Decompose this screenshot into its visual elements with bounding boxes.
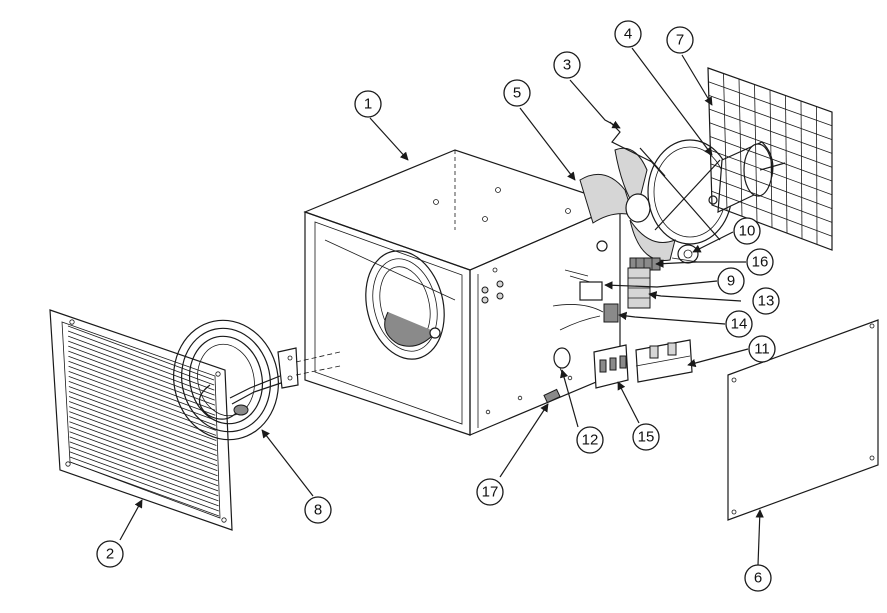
svg-text:8: 8 — [314, 502, 322, 519]
guard-wire-horizontal — [708, 81, 833, 127]
wire-connector — [543, 388, 561, 404]
svg-text:10: 10 — [739, 223, 756, 240]
callout-5: 5 — [503, 79, 531, 107]
guard-wire-horizontal — [708, 95, 833, 140]
louver-slat — [68, 350, 216, 406]
svg-text:11: 11 — [754, 341, 770, 358]
callout-9: 9 — [717, 267, 745, 295]
svg-text:16: 16 — [752, 254, 769, 271]
svg-text:15: 15 — [638, 429, 655, 446]
louver-slat — [68, 370, 216, 426]
svg-text:5: 5 — [513, 85, 521, 102]
contactor — [593, 344, 629, 389]
callout-6: 6 — [744, 564, 772, 592]
louver-slat — [69, 436, 219, 492]
capacitor — [671, 244, 699, 264]
louver-slat — [68, 375, 216, 431]
svg-text:2: 2 — [106, 546, 114, 563]
guard-wire-horizontal — [710, 163, 833, 209]
svg-text:7: 7 — [676, 32, 684, 49]
callout-12: 12 — [576, 426, 604, 454]
louver-slat — [69, 406, 218, 461]
svg-text:13: 13 — [758, 293, 775, 310]
guard-wire-horizontal — [709, 122, 833, 168]
fan-blade — [579, 147, 676, 261]
louver-slat — [68, 345, 215, 401]
cabinet-housing — [303, 149, 622, 436]
svg-text:1: 1 — [364, 96, 372, 113]
louver-slat — [68, 401, 217, 456]
leader-lines — [119, 47, 764, 566]
louver-slat — [68, 360, 216, 416]
callout-15: 15 — [632, 423, 660, 451]
louver-slat — [69, 441, 219, 497]
guard-wire-horizontal — [709, 108, 833, 154]
louver-slat — [68, 396, 217, 451]
louver-slat — [69, 416, 218, 472]
svg-text:12: 12 — [582, 432, 599, 449]
rear-wire-guard — [707, 67, 833, 251]
louver-slat — [69, 431, 219, 487]
svg-text:3: 3 — [563, 57, 571, 74]
callout-17: 17 — [476, 478, 504, 506]
limit-switch — [553, 347, 571, 381]
louver-slat — [68, 386, 217, 441]
callout-2: 2 — [96, 540, 124, 568]
louver-slat — [69, 461, 220, 517]
svg-text:4: 4 — [624, 26, 632, 43]
guard-wire-horizontal — [711, 190, 833, 237]
callout-11: 11 — [748, 335, 776, 363]
louver-slat — [68, 391, 217, 446]
terminal-block — [627, 267, 651, 309]
callout-16: 16 — [746, 248, 774, 276]
svg-text:17: 17 — [482, 484, 499, 501]
louver-slat — [69, 451, 219, 507]
svg-text:6: 6 — [754, 570, 762, 587]
louver-slat — [68, 381, 217, 436]
callout-7: 7 — [666, 26, 694, 54]
louver-slat — [69, 426, 218, 482]
heating-coil-assembly — [173, 319, 341, 441]
terminal-strip — [552, 303, 619, 331]
front-louvered-grille — [49, 309, 233, 531]
side-access-panel — [727, 319, 879, 521]
transformer — [635, 339, 693, 383]
guard-wire-horizontal — [711, 177, 833, 223]
callout-8: 8 — [304, 496, 332, 524]
callout-1: 1 — [354, 90, 382, 118]
svg-text:14: 14 — [731, 316, 748, 333]
relay — [564, 269, 603, 301]
callout-3: 3 — [553, 51, 581, 79]
callout-14: 14 — [725, 310, 753, 338]
louver-slat — [69, 411, 218, 467]
louver-slat — [69, 456, 219, 512]
louver-slat — [69, 446, 219, 502]
callout-13: 13 — [752, 287, 780, 315]
louver-slat — [68, 365, 216, 421]
callout-4: 4 — [614, 20, 642, 48]
guard-wire-horizontal — [710, 149, 833, 196]
svg-text:9: 9 — [727, 273, 735, 290]
louver-slat — [69, 421, 218, 477]
louver-slat — [68, 355, 216, 411]
callout-10: 10 — [733, 217, 761, 245]
guard-wire-horizontal — [709, 136, 833, 182]
